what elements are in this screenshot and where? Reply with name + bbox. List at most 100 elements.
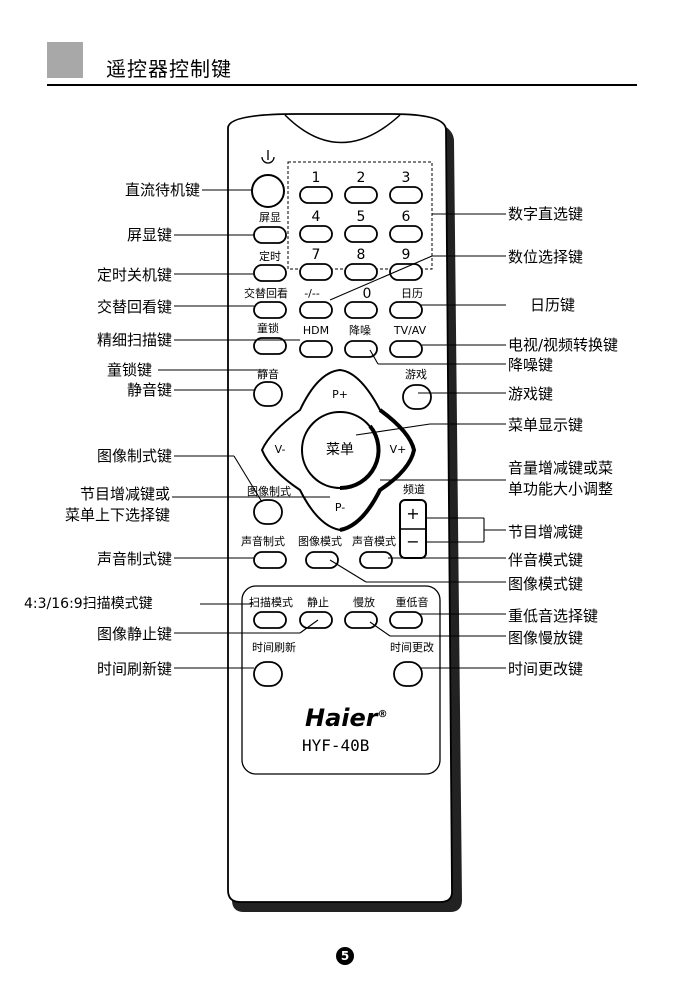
button-osd[interactable] <box>253 226 287 244</box>
page-number: 5 <box>336 947 354 965</box>
button-digit-4[interactable] <box>299 225 333 243</box>
caption-digit-6: 6 <box>401 209 411 225</box>
label-freeze: 图像静止键 <box>96 625 172 643</box>
button-timer[interactable] <box>253 264 287 282</box>
ir-window <box>284 114 401 144</box>
button-hdm[interactable] <box>299 340 333 358</box>
leader-line <box>233 455 263 503</box>
label-slow-play: 图像慢放键 <box>508 629 584 647</box>
button-timerefresh[interactable] <box>253 661 283 687</box>
label-childlock: 童锁键 <box>106 361 152 379</box>
label-fine-scan: 精细扫描键 <box>96 331 172 349</box>
label-digit-select: 数位选择键 <box>508 248 584 266</box>
label-pic-mode: 图像模式键 <box>508 575 584 593</box>
label-prog-plus: 节目增减键 <box>508 523 584 541</box>
caption-sound-format: 声音制式 <box>241 535 285 548</box>
caption-osd: 屏显 <box>259 211 281 224</box>
caption-v-minus: V- <box>274 443 286 456</box>
button-digit-9[interactable] <box>389 263 423 281</box>
caption-v-plus: V+ <box>389 443 407 456</box>
leader-line <box>299 619 319 634</box>
button-digit-6[interactable] <box>389 225 423 243</box>
caption-tvav: TV/AV <box>393 324 427 337</box>
label-osd: 屏显键 <box>126 226 172 244</box>
dpad-shadow <box>339 408 417 532</box>
label-prog-updown: 节目增减键或 菜单上下选择键 <box>64 485 170 524</box>
caption-pic-format: 图像制式 <box>247 485 291 498</box>
lower-panel <box>241 585 441 775</box>
caption-bass: 重低音 <box>395 596 429 609</box>
button-slow[interactable] <box>344 611 378 629</box>
caption-p-minus: P- <box>334 501 346 514</box>
caption-swap: 交替回看 <box>244 287 288 300</box>
caption-audio-mode: 声音模式 <box>352 535 396 548</box>
caption-scan-mode: 扫描模式 <box>249 596 293 609</box>
leader-line <box>329 255 433 301</box>
label-sound-format: 声音制式键 <box>96 550 172 568</box>
button-bass[interactable] <box>389 611 423 629</box>
button-tvav[interactable] <box>389 340 423 358</box>
caption-menu: 菜单 <box>326 442 354 458</box>
menu-button-shadow <box>339 424 381 491</box>
caption-calendar: 日历 <box>401 287 423 300</box>
caption-mute: 静音 <box>257 368 279 381</box>
button-picmode[interactable] <box>305 551 339 569</box>
caption-time-refresh: 时间刷新 <box>252 641 296 654</box>
caption-digit-9: 9 <box>401 247 411 263</box>
label-timer: 定时关机键 <box>96 266 172 284</box>
caption-digit-8: 8 <box>356 247 366 263</box>
button-digit-3[interactable] <box>389 186 423 204</box>
label-bass: 重低音选择键 <box>508 607 599 625</box>
label-noise: 降噪键 <box>508 356 554 374</box>
label-game: 游戏键 <box>508 385 554 403</box>
label-time-refresh: 时间刷新键 <box>96 660 172 678</box>
label-tvav: 电视/视频转换键 <box>508 336 619 354</box>
button-zero[interactable] <box>344 301 378 319</box>
button-calendar[interactable] <box>389 301 423 319</box>
caption-digit-select: -/-- <box>304 287 320 300</box>
caption-ch-plus: + <box>406 504 420 523</box>
label-mute: 静音键 <box>126 381 172 399</box>
caption-digit-5: 5 <box>356 209 366 225</box>
button-audiomode[interactable] <box>359 551 393 569</box>
button-soundformat[interactable] <box>253 551 287 569</box>
button-picformat[interactable] <box>253 499 283 525</box>
leader-line <box>369 621 391 637</box>
label-pic-format: 图像制式键 <box>96 447 172 465</box>
button-swap[interactable] <box>253 301 287 319</box>
header-rule <box>47 84 637 86</box>
button-childlock[interactable] <box>253 337 287 355</box>
caption-hdm: HDM <box>302 324 330 337</box>
button-digit-7[interactable] <box>299 263 333 281</box>
standby-icon <box>261 150 275 164</box>
button-game[interactable] <box>402 384 432 410</box>
button-freeze[interactable] <box>299 611 333 629</box>
button-digit-1[interactable] <box>299 186 333 204</box>
caption-channel: 频道 <box>403 483 425 496</box>
button-digitsel[interactable] <box>299 301 333 319</box>
model-number: HYF-40B <box>302 736 370 755</box>
button-digit-2[interactable] <box>344 186 378 204</box>
caption-pic-mode: 图像模式 <box>298 535 342 548</box>
button-digit-5[interactable] <box>344 225 378 243</box>
power-button-shape <box>251 174 285 208</box>
button-mute[interactable] <box>253 381 283 407</box>
button-digit-8[interactable] <box>344 263 378 281</box>
label-swap: 交替回看键 <box>96 298 172 316</box>
brand-logo: Haier® <box>305 704 388 732</box>
leader-line <box>355 423 431 436</box>
caption-ch-minus: − <box>406 532 420 551</box>
button-scanmode[interactable] <box>253 611 287 629</box>
button-noise[interactable] <box>344 340 378 358</box>
caption-childlock: 童锁 <box>257 322 279 335</box>
caption-slow: 慢放 <box>353 596 375 609</box>
caption-zero: 0 <box>362 286 372 302</box>
caption-digit-2: 2 <box>356 170 366 186</box>
button-timechange[interactable] <box>393 661 423 687</box>
label-digits: 数字直选键 <box>508 205 584 223</box>
caption-time-change: 时间更改 <box>390 641 434 654</box>
caption-timer: 定时 <box>259 250 281 263</box>
leader-line <box>369 349 379 365</box>
